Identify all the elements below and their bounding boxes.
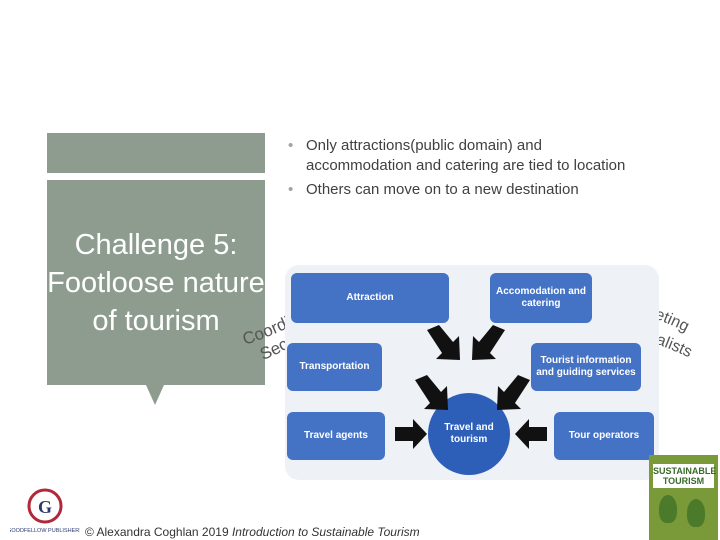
- publisher-name: GOODFELLOW PUBLISHERS: [10, 528, 80, 534]
- slide-title: Challenge 5: Footloose nature of tourism: [47, 228, 265, 337]
- book-cover-image: SUSTAINABLE TOURISM: [649, 455, 718, 540]
- title-panel-top-bar: [47, 133, 265, 173]
- tourism-system-diagram: Attraction Accomodation and catering Tra…: [285, 265, 659, 480]
- title-panel: Challenge 5: Footloose nature of tourism: [47, 180, 265, 385]
- footprint-icon: [687, 499, 705, 527]
- svg-text:G: G: [38, 497, 52, 517]
- node-attraction: Attraction: [291, 273, 449, 323]
- arrow-icon: [395, 419, 427, 449]
- bullet-item: • Only attractions(public domain) and ac…: [288, 136, 638, 176]
- publisher-logo: G GOODFELLOW PUBLISHERS: [10, 488, 80, 534]
- arrow-icon: [497, 375, 530, 410]
- node-travel-agents: Travel agents: [287, 412, 385, 460]
- node-tourist-information: Tourist information and guiding services: [531, 343, 641, 391]
- arrow-icon: [515, 419, 547, 449]
- bullet-dot-icon: •: [288, 181, 294, 198]
- book-cover-title: SUSTAINABLE TOURISM: [653, 464, 717, 488]
- bullet-item: • Others can move on to a new destinatio…: [288, 180, 638, 200]
- arrow-icon: [427, 325, 460, 360]
- arrow-icon: [472, 325, 505, 360]
- arrow-icon: [415, 375, 448, 410]
- node-tour-operators: Tour operators: [554, 412, 654, 460]
- bullet-dot-icon: •: [288, 137, 294, 154]
- footprint-icon: [659, 495, 677, 523]
- diagram-arrows: [395, 325, 547, 449]
- book-title: Introduction to Sustainable Tourism: [231, 525, 420, 539]
- bullet-text: Only attractions(public domain) and acco…: [306, 137, 626, 174]
- node-accommodation: Accomodation and catering: [490, 273, 592, 323]
- bullet-list: • Only attractions(public domain) and ac…: [288, 136, 638, 204]
- bullet-text: Others can move on to a new destination: [306, 181, 579, 198]
- copyright-text: © Alexandra Coghlan 2019: [85, 525, 229, 539]
- title-panel-pointer: [146, 385, 164, 405]
- footer-copyright: © Alexandra Coghlan 2019 Introduction to…: [85, 525, 420, 539]
- node-transportation: Transportation: [287, 343, 382, 391]
